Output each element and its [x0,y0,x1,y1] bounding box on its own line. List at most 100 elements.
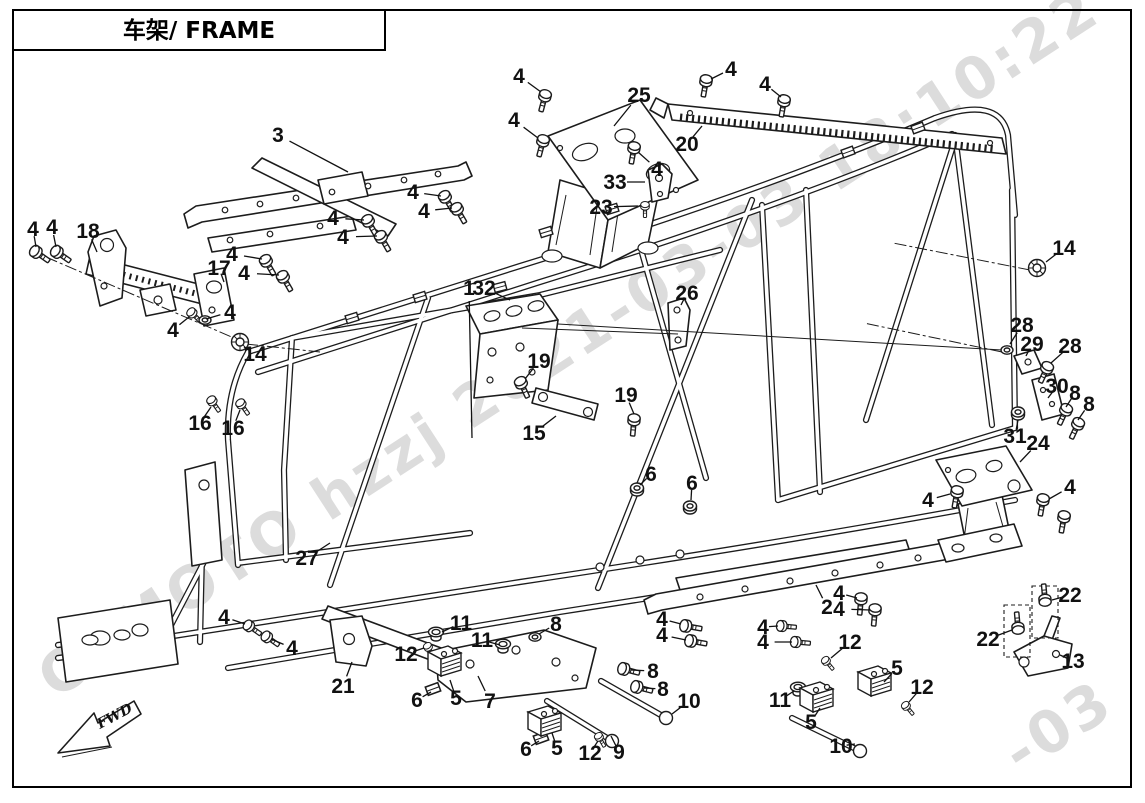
leader-line-18 [91,239,98,253]
callout-2: 2 [821,596,833,619]
leader-line-19 [524,367,534,380]
leader-line-29 [1025,348,1031,357]
callout-28: 28 [1058,335,1082,358]
leader-line-25 [613,104,632,127]
leader-line-4 [355,235,378,238]
callout-4: 4 [407,181,419,204]
callout-3: 3 [272,124,284,147]
callout-8: 8 [1069,382,1081,405]
part-24-mount-plate [935,445,1033,563]
callout-6: 6 [520,738,532,761]
part-32-bracket [465,293,559,399]
leader-line-4 [523,126,539,139]
callout-9: 9 [613,741,625,764]
callout-6: 6 [411,689,423,712]
callout-16: 16 [221,417,244,440]
callout-11: 11 [769,689,792,712]
leader-line-5 [449,679,455,692]
leader-line-10 [671,705,683,715]
callout-30: 30 [1045,375,1068,398]
callout-18: 18 [76,220,100,243]
leader-line-21 [345,661,353,677]
callout-4: 4 [508,109,520,132]
callout-4: 4 [27,218,39,241]
leader-line-4 [178,316,190,326]
callout-4: 4 [757,631,769,654]
sheet-border [12,9,1132,788]
callout-11: 11 [471,629,494,652]
callout-5: 5 [551,737,563,760]
leader-line-8 [1077,410,1086,421]
callout-17: 17 [207,257,230,280]
leader-line-9 [610,735,617,746]
callout-22: 22 [976,628,999,651]
leader-line-4 [256,273,280,276]
callout-4: 4 [167,319,179,342]
callout-23: 23 [589,196,612,219]
callout-4: 4 [46,216,58,239]
callout-6: 6 [686,472,698,495]
part-26-bracket [667,297,691,351]
leader-line-8 [630,669,645,672]
leader-line-28 [1050,352,1063,364]
leader-line-4 [270,638,284,645]
leader-line-4 [768,625,779,628]
callout-8: 8 [647,660,659,683]
callout-22: 22 [1058,584,1081,607]
callout-6: 6 [645,463,657,486]
callout-5: 5 [805,711,817,734]
leader-line-22 [997,629,1013,637]
leader-line-26 [680,297,686,306]
part-13-bracket [1003,585,1073,677]
leader-line-4 [232,619,246,625]
callout-10: 10 [829,735,852,758]
leader-line-5 [814,707,821,717]
callout-14: 14 [243,343,267,366]
front-bumper-plate [57,461,223,683]
drawing-title: 车架/ FRAME [123,17,275,44]
callout-4: 4 [327,207,339,230]
callout-8: 8 [1083,393,1095,416]
leader-line-4 [345,218,365,221]
leader-line-4 [669,620,682,625]
callout-15: 15 [522,422,546,445]
part-2-crossmember [643,539,957,615]
callout-13: 13 [1061,650,1084,673]
leader-line-14 [243,346,251,352]
leader-line-4 [52,234,57,248]
callout-4: 4 [833,598,845,621]
leader-line-28 [1009,332,1018,345]
leader-line-10 [846,743,856,746]
callout-12: 12 [910,676,933,699]
leader-line-4 [671,636,687,641]
callout-4: 4 [757,616,769,639]
part-20-toothed-strip [649,97,1007,155]
rail-holes [81,549,685,646]
callout-4: 4 [224,301,236,324]
callout-21: 21 [331,675,355,698]
leader-line-20 [692,125,703,138]
leader-line-23 [613,205,639,208]
callout-1: 1 [463,277,475,300]
part-15-link [531,387,599,421]
leader-line-6 [690,489,693,501]
leader-line-11 [441,626,454,633]
part-17-18-bracket-bar [85,229,235,327]
callout-4: 4 [651,158,663,181]
title-block: 车架/ FRAME [12,9,1132,788]
watermark-corner-text: -03 [991,666,1126,787]
callout-20: 20 [675,133,698,156]
leader-line-12 [592,740,599,749]
callout-4: 4 [226,243,238,266]
callout-8: 8 [550,613,562,636]
callout-26: 26 [675,282,698,305]
leader-line-11 [489,641,501,646]
long-bolts [543,677,868,759]
leader-line-12 [412,647,425,653]
part-3-front-rack [183,157,473,253]
callout-12: 12 [578,742,601,765]
fwd-marker: FWD [57,700,142,758]
callout-4: 4 [286,637,298,660]
callout-4: 4 [513,65,525,88]
leader-line-4 [1048,491,1062,500]
